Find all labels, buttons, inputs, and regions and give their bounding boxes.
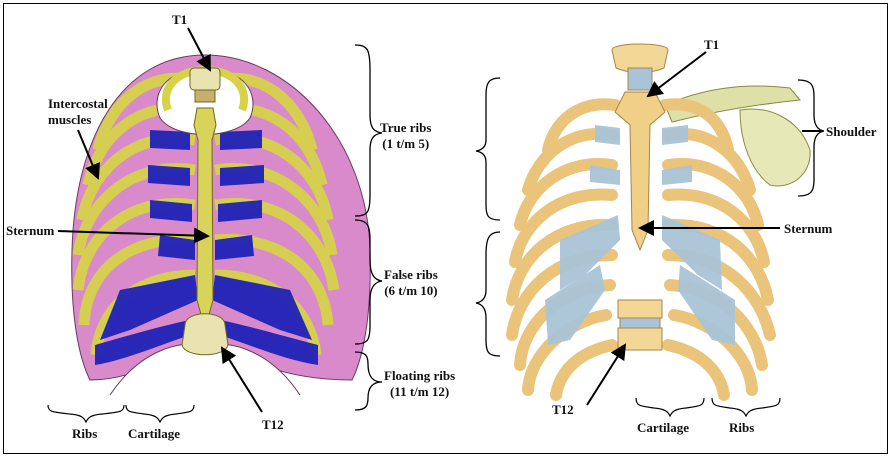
shoulder-label: Shoulder [826, 124, 877, 140]
right-t1-label: T1 [704, 37, 719, 53]
fe-ribcage-model [72, 55, 371, 395]
floating-ribs-label: Floating ribs (11 t/m 12) [384, 368, 455, 400]
floating-ribs-line1: Floating ribs [384, 368, 455, 384]
intercostal-line2: muscles [48, 112, 108, 128]
right-sternum-label: Sternum [784, 221, 832, 237]
true-ribs-line2: (1 t/m 5) [380, 136, 431, 152]
anatomical-ribcage [512, 44, 810, 395]
intercostal-muscles-label: Intercostal muscles [48, 96, 108, 128]
intercostal-line1: Intercostal [48, 96, 108, 112]
floating-ribs-line2: (11 t/m 12) [384, 384, 455, 400]
right-bottom-braces [636, 398, 780, 416]
true-ribs-line1: True ribs [380, 120, 431, 136]
left-t12-label: T12 [262, 417, 284, 433]
true-ribs-label: True ribs (1 t/m 5) [380, 120, 431, 152]
left-bottom-braces [48, 405, 194, 422]
right-cartilage-label: Cartilage [637, 420, 689, 436]
left-t1-label: T1 [172, 12, 187, 28]
left-sternum-label: Sternum [6, 223, 54, 239]
right-ribs-label: Ribs [729, 420, 754, 436]
false-ribs-line1: False ribs [384, 267, 438, 283]
right-t12-label: T12 [552, 402, 574, 418]
right-side-braces [476, 78, 500, 356]
left-cartilage-label: Cartilage [128, 426, 180, 442]
false-ribs-line2: (6 t/m 10) [384, 283, 438, 299]
false-ribs-label: False ribs (6 t/m 10) [384, 267, 438, 299]
left-ribs-label: Ribs [72, 426, 97, 442]
